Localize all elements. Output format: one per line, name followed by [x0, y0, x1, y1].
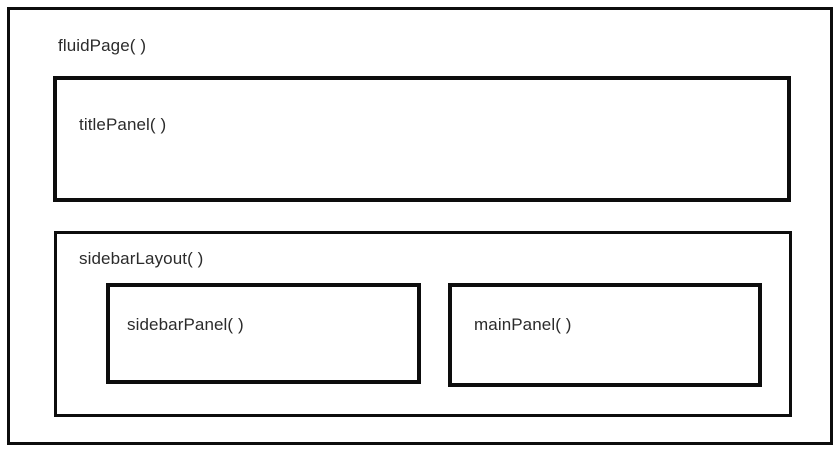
box-mainpanel: mainPanel( ): [448, 283, 762, 387]
box-sidebarpanel: sidebarPanel( ): [106, 283, 421, 384]
box-label-titlepanel: titlePanel( ): [79, 115, 167, 134]
box-fluidpage: fluidPage( ) titlePanel( ) sidebarLayout…: [7, 7, 833, 445]
box-label-sidebarpanel: sidebarPanel( ): [127, 315, 244, 334]
box-sidebarlayout: sidebarLayout( ) sidebarPanel( ) mainPan…: [54, 231, 792, 417]
box-label-sidebarlayout: sidebarLayout( ): [79, 249, 204, 268]
box-label-mainpanel: mainPanel( ): [474, 315, 572, 334]
box-label-fluidpage: fluidPage( ): [58, 36, 147, 55]
box-titlepanel: titlePanel( ): [53, 76, 791, 202]
